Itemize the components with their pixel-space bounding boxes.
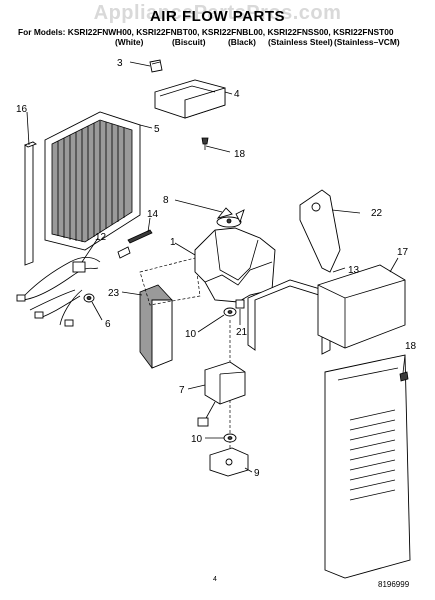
callout-21: 21 xyxy=(236,327,248,338)
part-21-bushing[interactable] xyxy=(235,299,245,309)
callout-1: 1 xyxy=(170,237,176,248)
page-number: 4 xyxy=(213,576,217,583)
part-10-grommet-lower[interactable] xyxy=(223,433,237,443)
callout-18-top: 18 xyxy=(234,149,246,160)
callout-4: 4 xyxy=(234,89,240,100)
callout-10-upper: 10 xyxy=(185,329,197,340)
finish-stainless-vcm: (Stainless–VCM) xyxy=(334,37,400,47)
part-18-screw-right[interactable] xyxy=(399,371,409,382)
callout-5: 5 xyxy=(154,124,160,135)
finish-stainless-steel: (Stainless Steel) xyxy=(268,37,333,47)
part-5-grille[interactable] xyxy=(44,111,141,251)
part-17-cover[interactable] xyxy=(317,264,411,579)
callout-17: 17 xyxy=(397,247,409,258)
document-number: 8196999 xyxy=(378,580,410,589)
part-4-bracket[interactable] xyxy=(154,79,226,119)
callout-14: 14 xyxy=(147,209,159,220)
watermark: AppliancePartsPros.com xyxy=(93,2,342,24)
part-12-harness[interactable] xyxy=(16,257,101,327)
callout-3: 3 xyxy=(117,58,123,69)
part-6-grommet[interactable] xyxy=(83,293,95,303)
part-7-motor[interactable] xyxy=(197,361,246,427)
page-title: AIR FLOW PARTS xyxy=(149,8,286,25)
part-23-panel[interactable] xyxy=(139,284,173,369)
part-16-strip[interactable] xyxy=(24,141,37,266)
callout-23: 23 xyxy=(108,288,120,299)
part-10-grommet-upper[interactable] xyxy=(223,307,237,317)
part-22-bracket[interactable] xyxy=(299,189,341,273)
callout-6: 6 xyxy=(105,319,111,330)
models-line: For Models: KSRI22FNWH00, KSRI22FNBT00, … xyxy=(18,27,394,37)
callout-22: 22 xyxy=(371,208,383,219)
finish-black: (Black) xyxy=(228,37,256,47)
finish-biscuit: (Biscuit) xyxy=(172,37,206,47)
part-3-clip[interactable] xyxy=(149,59,163,73)
finishes-row: (White) (Biscuit) (Black) (Stainless Ste… xyxy=(0,37,435,49)
callout-16: 16 xyxy=(16,104,28,115)
callout-8: 8 xyxy=(163,195,169,206)
part-9-bracket[interactable] xyxy=(209,447,249,477)
part-8-fan[interactable] xyxy=(216,207,245,228)
callout-7: 7 xyxy=(179,385,185,396)
leader-lines xyxy=(26,61,406,473)
callout-13: 13 xyxy=(348,265,360,276)
callout-12: 12 xyxy=(95,232,107,243)
finish-white: (White) xyxy=(115,37,144,47)
callout-10-lower: 10 xyxy=(191,434,203,445)
part-14-heater[interactable] xyxy=(117,229,153,259)
callout-9: 9 xyxy=(254,468,260,479)
callout-18-right: 18 xyxy=(405,341,417,352)
part-18-screw-top[interactable] xyxy=(201,137,209,150)
